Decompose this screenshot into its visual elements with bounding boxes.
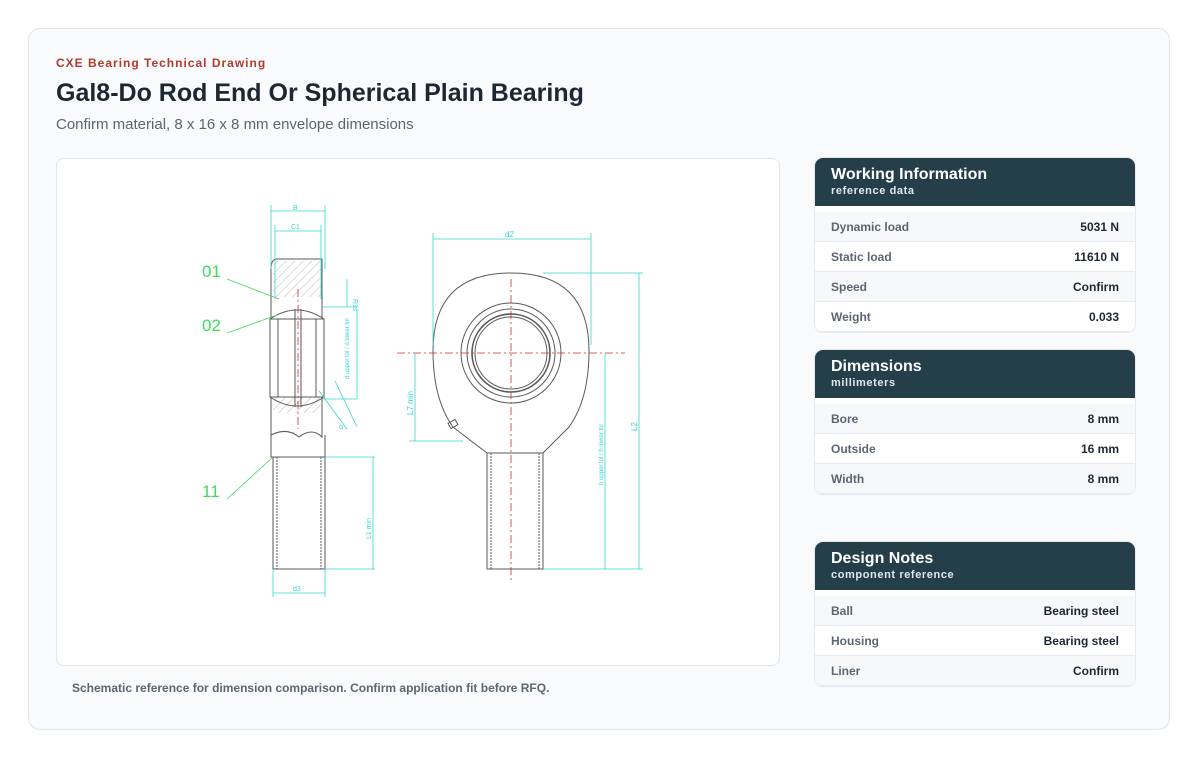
front-dimension-labels: d2 L7 min L2 h upper tol / h lower tol <box>406 230 639 485</box>
spec-value: 11610 N <box>1074 249 1119 264</box>
spec-row-bore: Bore 8 mm <box>815 404 1135 434</box>
spec-row-outside: Outside 16 mm <box>815 434 1135 464</box>
panel-subtitle: component reference <box>831 569 955 581</box>
working-information-header: Working Information reference data <box>815 158 1135 206</box>
panel-title: Dimensions <box>831 358 922 375</box>
front-dimensions <box>409 233 643 570</box>
side-dimensions <box>270 205 375 597</box>
spec-row-liner: Liner Confirm <box>815 656 1135 686</box>
dim-l1-label: L1 min <box>366 518 373 539</box>
dimensions-header: Dimensions millimeters <box>815 350 1135 398</box>
drawing-caption: Schematic reference for dimension compar… <box>72 681 550 695</box>
drawing-svg: B C1 R1s d upper tol / d lower tol α d3 … <box>202 205 643 597</box>
spec-value: Confirm <box>1073 663 1119 678</box>
callout-labels: 01 02 11 <box>202 262 221 501</box>
spec-label: Static load <box>831 249 892 264</box>
dim-alpha-label: α <box>339 424 343 431</box>
spec-label: Weight <box>831 309 871 324</box>
panel-title: Design Notes <box>831 550 934 567</box>
callout-11: 11 <box>202 482 220 501</box>
spec-row-width: Width 8 mm <box>815 464 1135 494</box>
dim-r1s-label: R1s <box>351 299 358 312</box>
spec-row-housing: Housing Bearing steel <box>815 626 1135 656</box>
dim-c1-label: C1 <box>291 224 300 231</box>
spec-value: 5031 N <box>1080 219 1119 234</box>
dim-l2-label: L2 <box>630 422 639 431</box>
dim-h-tol-label: h upper tol / h lower tol <box>599 424 605 485</box>
callout-01: 01 <box>202 262 221 281</box>
spec-value: Bearing steel <box>1043 603 1119 618</box>
dim-d2-label: d2 <box>505 230 514 239</box>
panel-subtitle: millimeters <box>831 377 896 389</box>
side-dimension-labels: B C1 R1s d upper tol / d lower tol α d3 … <box>291 205 373 593</box>
spec-value: Bearing steel <box>1043 633 1119 648</box>
panel-subtitle: reference data <box>831 185 915 197</box>
dimensions-rows: Bore 8 mm Outside 16 mm Width 8 mm <box>815 398 1135 494</box>
callout-leaders <box>226 278 280 500</box>
dim-l7-label: L7 min <box>406 391 415 415</box>
spec-row-ball: Ball Bearing steel <box>815 596 1135 626</box>
spec-label: Bore <box>831 411 859 426</box>
spec-label: Width <box>831 471 865 486</box>
dim-d3-label: d3 <box>293 586 301 593</box>
spec-row-weight: Weight 0.033 <box>815 302 1135 332</box>
drawing-card: CXE Bearing Technical Drawing Gal8-Do Ro… <box>28 28 1170 730</box>
spec-label: Speed <box>831 279 868 294</box>
spec-label: Liner <box>831 663 861 678</box>
callout-02: 02 <box>202 316 221 335</box>
spec-row-static-load: Static load 11610 N <box>815 242 1135 272</box>
spec-value: 8 mm <box>1087 471 1119 486</box>
front-center-lines <box>397 279 625 583</box>
dim-b-label: B <box>293 205 298 212</box>
spec-value: 0.033 <box>1088 309 1119 324</box>
working-information-rows: Dynamic load 5031 N Static load 11610 N Sp… <box>815 206 1135 332</box>
eyebrow-label: CXE Bearing Technical Drawing <box>56 56 267 70</box>
spec-row-dynamic-load: Dynamic load 5031 N <box>815 212 1135 242</box>
page-title: Gal8-Do Rod End Or Spherical Plain Beari… <box>56 79 584 107</box>
side-view <box>269 258 326 570</box>
technical-drawing: B C1 R1s d upper tol / d lower tol α d3 … <box>56 158 780 666</box>
panel-title: Working Information <box>831 166 988 183</box>
spec-row-speed: Speed Confirm <box>815 272 1135 302</box>
page-subtitle: Confirm material, 8 x 16 x 8 mm envelope… <box>56 116 414 133</box>
spec-label: Housing <box>831 633 879 648</box>
spec-value: 8 mm <box>1087 411 1119 426</box>
dim-d-tol-label: d upper tol / d lower tol <box>345 318 351 379</box>
spec-value: 16 mm <box>1080 441 1119 456</box>
spec-value: Confirm <box>1073 279 1119 294</box>
working-information-panel: Working Information reference data Dynam… <box>815 158 1135 332</box>
design-notes-header: Design Notes component reference <box>815 542 1135 590</box>
spec-label: Ball <box>831 603 854 618</box>
spec-label: Dynamic load <box>831 219 910 234</box>
dimensions-panel: Dimensions millimeters Bore 8 mm Outside 1… <box>815 350 1135 494</box>
spec-label: Outside <box>831 441 876 456</box>
